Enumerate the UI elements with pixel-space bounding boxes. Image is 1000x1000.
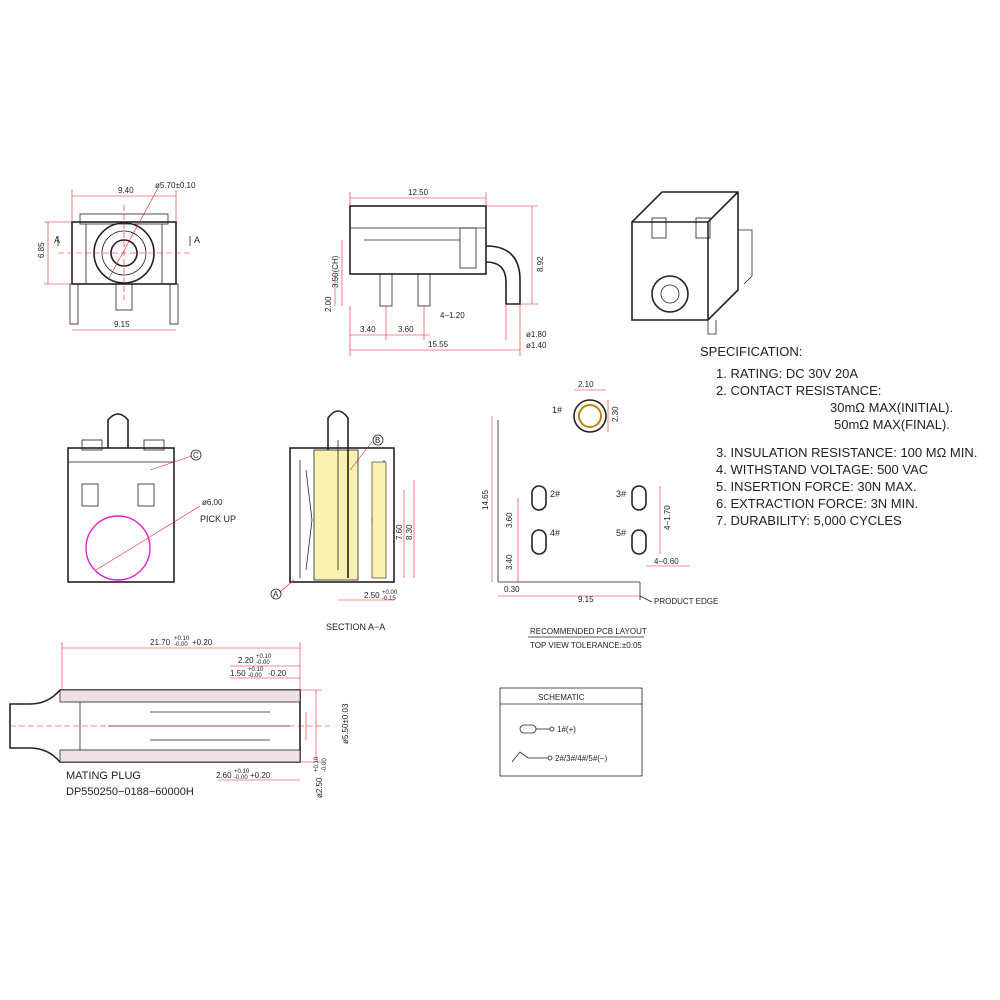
mating-plug: 21.70 +0.10 -0.00 +0.20 2.20 +0.10 -0.00… xyxy=(9,636,350,798)
pcb-layout: 2.10 2.30 14.65 3.60 3.40 0.30 9.15 4−1.… xyxy=(481,380,718,650)
side-view: 12.50 8.92 3.50(CH) 2.00 3.40 3.60 4−1.2… xyxy=(324,188,547,356)
plug-label: MATING PLUG xyxy=(66,770,141,782)
pcb-pin-2: 2# xyxy=(550,489,560,499)
side-length-dim: 12.50 xyxy=(408,188,429,197)
plug-220-dim: 2.20 xyxy=(238,656,254,665)
spec-line-3: 3. INSULATION RESISTANCE: 100 MΩ MIN. xyxy=(716,445,977,460)
side-d180-dim: ø1.80 xyxy=(526,330,547,339)
side-200-dim: 2.00 xyxy=(324,296,333,312)
front-width-top-dim: 9.40 xyxy=(118,186,134,195)
front-hole-dim: ø5.70±0.10 xyxy=(155,181,196,190)
pcb-pin-1: 1# xyxy=(552,405,562,415)
spec-heading: SPECIFICATION: xyxy=(700,344,802,359)
plug-150-tol-lower: -0.00 xyxy=(248,673,262,679)
pcb-230-dim: 2.30 xyxy=(611,406,620,422)
section-balloon-a: A xyxy=(273,590,279,599)
front-height-dim: 6.85 xyxy=(37,242,46,258)
plug-d250-tol-lower: -0.00 xyxy=(322,758,328,772)
schematic-box: SCHEMATIC 1#(+) 2#/3#/4#/5#(−) xyxy=(499,687,643,777)
pcb-title: RECOMMENDED PCB LAYOUT xyxy=(530,627,647,636)
pcb-subtitle: TOP VIEW TOLERANCE:±0.05 xyxy=(530,641,642,650)
plug-2170-tol-lower: -0.00 xyxy=(174,642,188,648)
side-total-dim: 15.55 xyxy=(428,340,449,349)
section-250-dim: 2.50 xyxy=(364,591,380,600)
specification-block: SPECIFICATION: 1. RATING: DC 30V 20A 2. … xyxy=(700,344,977,528)
spec-line-4: 4. WITHSTAND VOLTAGE: 500 VAC xyxy=(716,462,928,477)
section-mark-left: A xyxy=(54,235,60,245)
pickup-view: C ø6.00 PICK UP xyxy=(67,413,236,583)
plug-150-tol-upper: +0.10 xyxy=(248,667,264,673)
schematic-pin-negative: 2#/3#/4#/5#(−) xyxy=(555,754,608,763)
section-250-tol-lower: -0.15 xyxy=(382,596,396,602)
plug-220-tol-upper: +0.10 xyxy=(256,654,272,660)
plug-260-tol-lower: -0.00 xyxy=(234,775,248,781)
pcb-pin-5: 5# xyxy=(616,528,626,538)
pickup-circle-dim: ø6.00 xyxy=(202,498,223,507)
plug-2170-tol-upper: +0.10 xyxy=(174,636,190,642)
section-760-dim: 7.60 xyxy=(395,524,404,540)
spec-line-2a: 30mΩ MAX(INITIAL). xyxy=(830,400,953,415)
side-340-dim: 3.40 xyxy=(360,325,376,334)
plug-part-number: DP550250−0188−60000H xyxy=(66,786,194,798)
pcb-4-060-dim: 4−0.60 xyxy=(654,557,679,566)
section-mark-right: A xyxy=(194,235,200,245)
section-balloon-b: B xyxy=(375,436,380,445)
pcb-915-dim: 9.15 xyxy=(578,595,594,604)
pickup-label: PICK UP xyxy=(200,514,236,524)
plug-260-dim: 2.60 xyxy=(216,771,232,780)
side-d140-dim: ø1.40 xyxy=(526,341,547,350)
schematic-pin-positive: 1#(+) xyxy=(557,725,576,734)
spec-line-7: 7. DURABILITY: 5,000 CYCLES xyxy=(716,513,902,528)
plug-d250-tol-upper: +0.10 xyxy=(314,756,320,772)
plug-2170-dim: 21.70 xyxy=(150,638,171,647)
pcb-340-dim: 3.40 xyxy=(505,554,514,570)
spec-line-5: 5. INSERTION FORCE: 30N MAX. xyxy=(716,479,917,494)
plug-220-tol-lower: -0.00 xyxy=(256,660,270,666)
spec-line-2: 2. CONTACT RESISTANCE: xyxy=(716,383,881,398)
section-title: SECTION A−A xyxy=(326,622,385,632)
pcb-pin-3: 3# xyxy=(616,489,626,499)
plug-260-tol-extra: +0.20 xyxy=(250,771,271,780)
side-pin-dim: 4−1.20 xyxy=(440,311,465,320)
pcb-4-170-dim: 4−1.70 xyxy=(663,505,672,530)
plug-260-tol-upper: +0.10 xyxy=(234,769,250,775)
section-830-dim: 8.30 xyxy=(405,524,414,540)
pcb-030-dim: 0.30 xyxy=(504,585,520,594)
front-width-bottom-dim: 9.15 xyxy=(114,320,130,329)
spec-line-2b: 50mΩ MAX(FINAL). xyxy=(834,417,950,432)
pcb-360-dim: 3.60 xyxy=(505,512,514,528)
plug-150-tol-extra: -0.20 xyxy=(268,669,287,678)
spec-line-6: 6. EXTRACTION FORCE: 3N MIN. xyxy=(716,496,918,511)
schematic-title: SCHEMATIC xyxy=(538,693,585,702)
section-contact-fill xyxy=(313,449,359,581)
section-250-tol-upper: +0.00 xyxy=(382,590,398,596)
section-view: B A 7.60 8.30 2.50 +0.00 -0.15 SECTION A… xyxy=(270,410,415,632)
side-360-dim: 3.60 xyxy=(398,325,414,334)
pcb-pin-4: 4# xyxy=(550,528,560,538)
isometric-view xyxy=(631,191,753,335)
plug-2170-tol-extra: +0.20 xyxy=(192,638,213,647)
side-height-dim: 8.92 xyxy=(536,256,545,272)
spec-line-1: 1. RATING: DC 30V 20A xyxy=(716,366,858,381)
plug-d550-dim: ø5.50±0.03 xyxy=(341,703,350,744)
side-ch-dim: 3.50(CH) xyxy=(331,255,340,288)
pcb-1465-dim: 14.65 xyxy=(481,489,490,510)
plug-d250-dim: ø2.50 xyxy=(315,777,324,798)
plug-150-dim: 1.50 xyxy=(230,669,246,678)
pickup-circle xyxy=(85,515,151,581)
pcb-edge-label: PRODUCT EDGE xyxy=(654,597,718,606)
pcb-210-dim: 2.10 xyxy=(578,380,594,389)
front-view: 9.40 ø5.70±0.10 6.85 9.15 A A xyxy=(37,181,200,331)
pickup-balloon: C xyxy=(193,451,199,460)
